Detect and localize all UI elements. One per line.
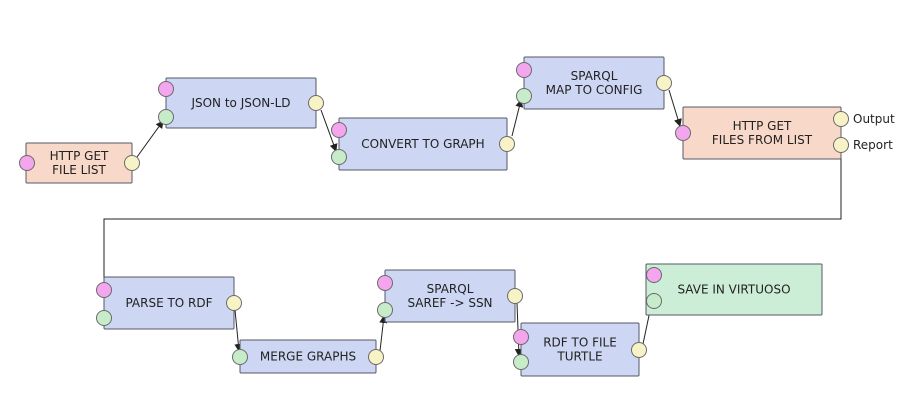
output-port[interactable] (833, 111, 849, 127)
edge-merge-graphs-to-sparql-saref-ssn (379, 315, 388, 352)
node-label-line: SAREF -> SSN (407, 296, 492, 310)
node-label: SAVE IN VIRTUOSO (677, 283, 790, 297)
node-json-to-json-ld[interactable]: JSON to JSON-LD (158, 77, 324, 129)
node-label-line: RDF TO FILE (543, 336, 617, 350)
node-label-line: HTTP GET (50, 149, 109, 163)
input-port-pink[interactable] (19, 155, 35, 171)
input-port-pink[interactable] (158, 81, 174, 97)
input-port-pink[interactable] (516, 62, 532, 78)
node-label: JSON to JSON-LD (190, 96, 290, 110)
edge-sparql-map-to-config-to-http-get-files-from-list (668, 89, 682, 127)
output-port[interactable] (507, 288, 523, 304)
input-port-pink[interactable] (331, 122, 347, 138)
node-label-line: HTTP GET (733, 119, 792, 133)
input-port-green[interactable] (513, 354, 529, 370)
edge-sparql-saref-ssn-to-rdf-to-file-turtle (514, 302, 523, 357)
output-port[interactable] (656, 75, 672, 91)
node-convert-to-graph[interactable]: CONVERT TO GRAPH (331, 117, 515, 171)
node-label-line: SAVE IN VIRTUOSO (677, 283, 790, 297)
output-port-label: Report (853, 138, 893, 152)
node-label-line: MERGE GRAPHS (260, 350, 356, 364)
input-port-pink[interactable] (377, 275, 393, 291)
node-box[interactable] (645, 263, 823, 316)
output-port-label: Output (853, 112, 895, 126)
node-label-line: SPARQL (571, 69, 618, 83)
edge-http-get-files-from-list-to-parse-to-rdf (100, 151, 842, 297)
input-port-green[interactable] (331, 149, 347, 165)
output-port[interactable] (499, 136, 515, 152)
node-label-line: SPARQL (427, 282, 474, 296)
input-port-pink[interactable] (96, 282, 112, 298)
node-label: CONVERT TO GRAPH (361, 137, 484, 151)
output-port[interactable] (226, 295, 242, 311)
node-label-line: MAP TO CONFIG (546, 83, 643, 97)
node-save-in-virtuoso[interactable]: SAVE IN VIRTUOSO (645, 263, 823, 316)
node-parse-to-rdf[interactable]: PARSE TO RDF (96, 276, 242, 330)
input-port-green[interactable] (646, 293, 662, 309)
output-port[interactable] (308, 95, 324, 111)
edge-convert-to-graph-to-sparql-map-to-config (511, 99, 524, 137)
node-label-line: FILE LIST (52, 163, 106, 177)
input-port-pink[interactable] (646, 267, 662, 283)
input-port-green[interactable] (516, 88, 532, 104)
input-port-green[interactable] (96, 310, 112, 326)
input-port-pink[interactable] (513, 329, 529, 345)
edge-http-get-file-list-to-json-to-json-ld (136, 120, 164, 158)
node-label-line: TURTLE (556, 350, 602, 364)
edge-json-to-json-ld-to-convert-to-graph (320, 109, 338, 152)
input-port-green[interactable] (158, 109, 174, 125)
input-port-green[interactable] (232, 349, 248, 365)
output-port[interactable] (833, 137, 849, 153)
input-port-pink[interactable] (675, 125, 691, 141)
output-port[interactable] (631, 342, 647, 358)
node-label-line: FILES FROM LIST (712, 133, 813, 147)
edges-layer (100, 89, 842, 357)
node-label-line: CONVERT TO GRAPH (361, 137, 484, 151)
output-port[interactable] (368, 349, 384, 365)
node-label: PARSE TO RDF (125, 296, 212, 310)
node-label-line: PARSE TO RDF (125, 296, 212, 310)
input-port-green[interactable] (377, 302, 393, 318)
node-label: MERGE GRAPHS (260, 350, 356, 364)
node-label-line: JSON to JSON-LD (190, 96, 290, 110)
output-port[interactable] (124, 155, 140, 171)
node-merge-graphs[interactable]: MERGE GRAPHS (232, 339, 384, 374)
edge-parse-to-rdf-to-merge-graphs (234, 309, 243, 352)
